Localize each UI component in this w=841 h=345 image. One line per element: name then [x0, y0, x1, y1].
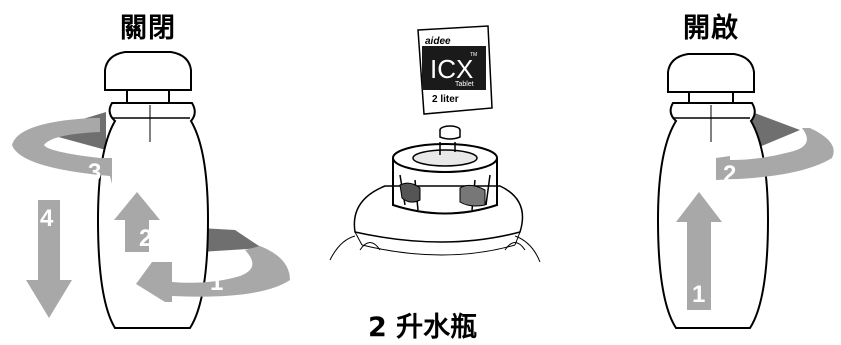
packet-brand: aidee	[425, 36, 451, 47]
open-arrow-1	[676, 192, 722, 310]
opening-bottle-group: 2 1	[656, 53, 834, 329]
tablet-insert-group: aidee ICX TM Tablet 2 liter	[329, 25, 541, 263]
closing-cap	[104, 51, 192, 91]
arrow-1-tail	[200, 228, 262, 252]
bottle-size-caption: 2 升水瓶	[368, 312, 478, 343]
closed-heading: 關閉	[120, 13, 176, 44]
arrow-2	[114, 192, 160, 252]
step-4-label: 4	[40, 205, 54, 232]
step-2-label: 2	[139, 225, 152, 252]
step-3-label: 3	[88, 159, 101, 186]
packet-product: ICX	[430, 54, 473, 84]
packet-trademark: TM	[470, 52, 477, 58]
step-1-label: 1	[210, 269, 223, 296]
arrow-4	[26, 200, 72, 318]
packet-type: Tablet	[455, 81, 474, 88]
arrow-3	[12, 118, 112, 184]
open-arrow-2	[716, 128, 834, 180]
open-step-2-label: 2	[723, 161, 736, 188]
packet-volume: 2 liter	[432, 94, 459, 105]
closing-bottle-group: 3 4 2 1	[12, 51, 290, 329]
open-arrow-2-tail	[752, 112, 800, 150]
closing-cap-neck	[126, 88, 170, 104]
open-heading: 開啟	[683, 13, 739, 44]
opening-cap	[667, 53, 755, 93]
open-step-1-label: 1	[692, 281, 705, 308]
arrow-1	[136, 246, 290, 302]
